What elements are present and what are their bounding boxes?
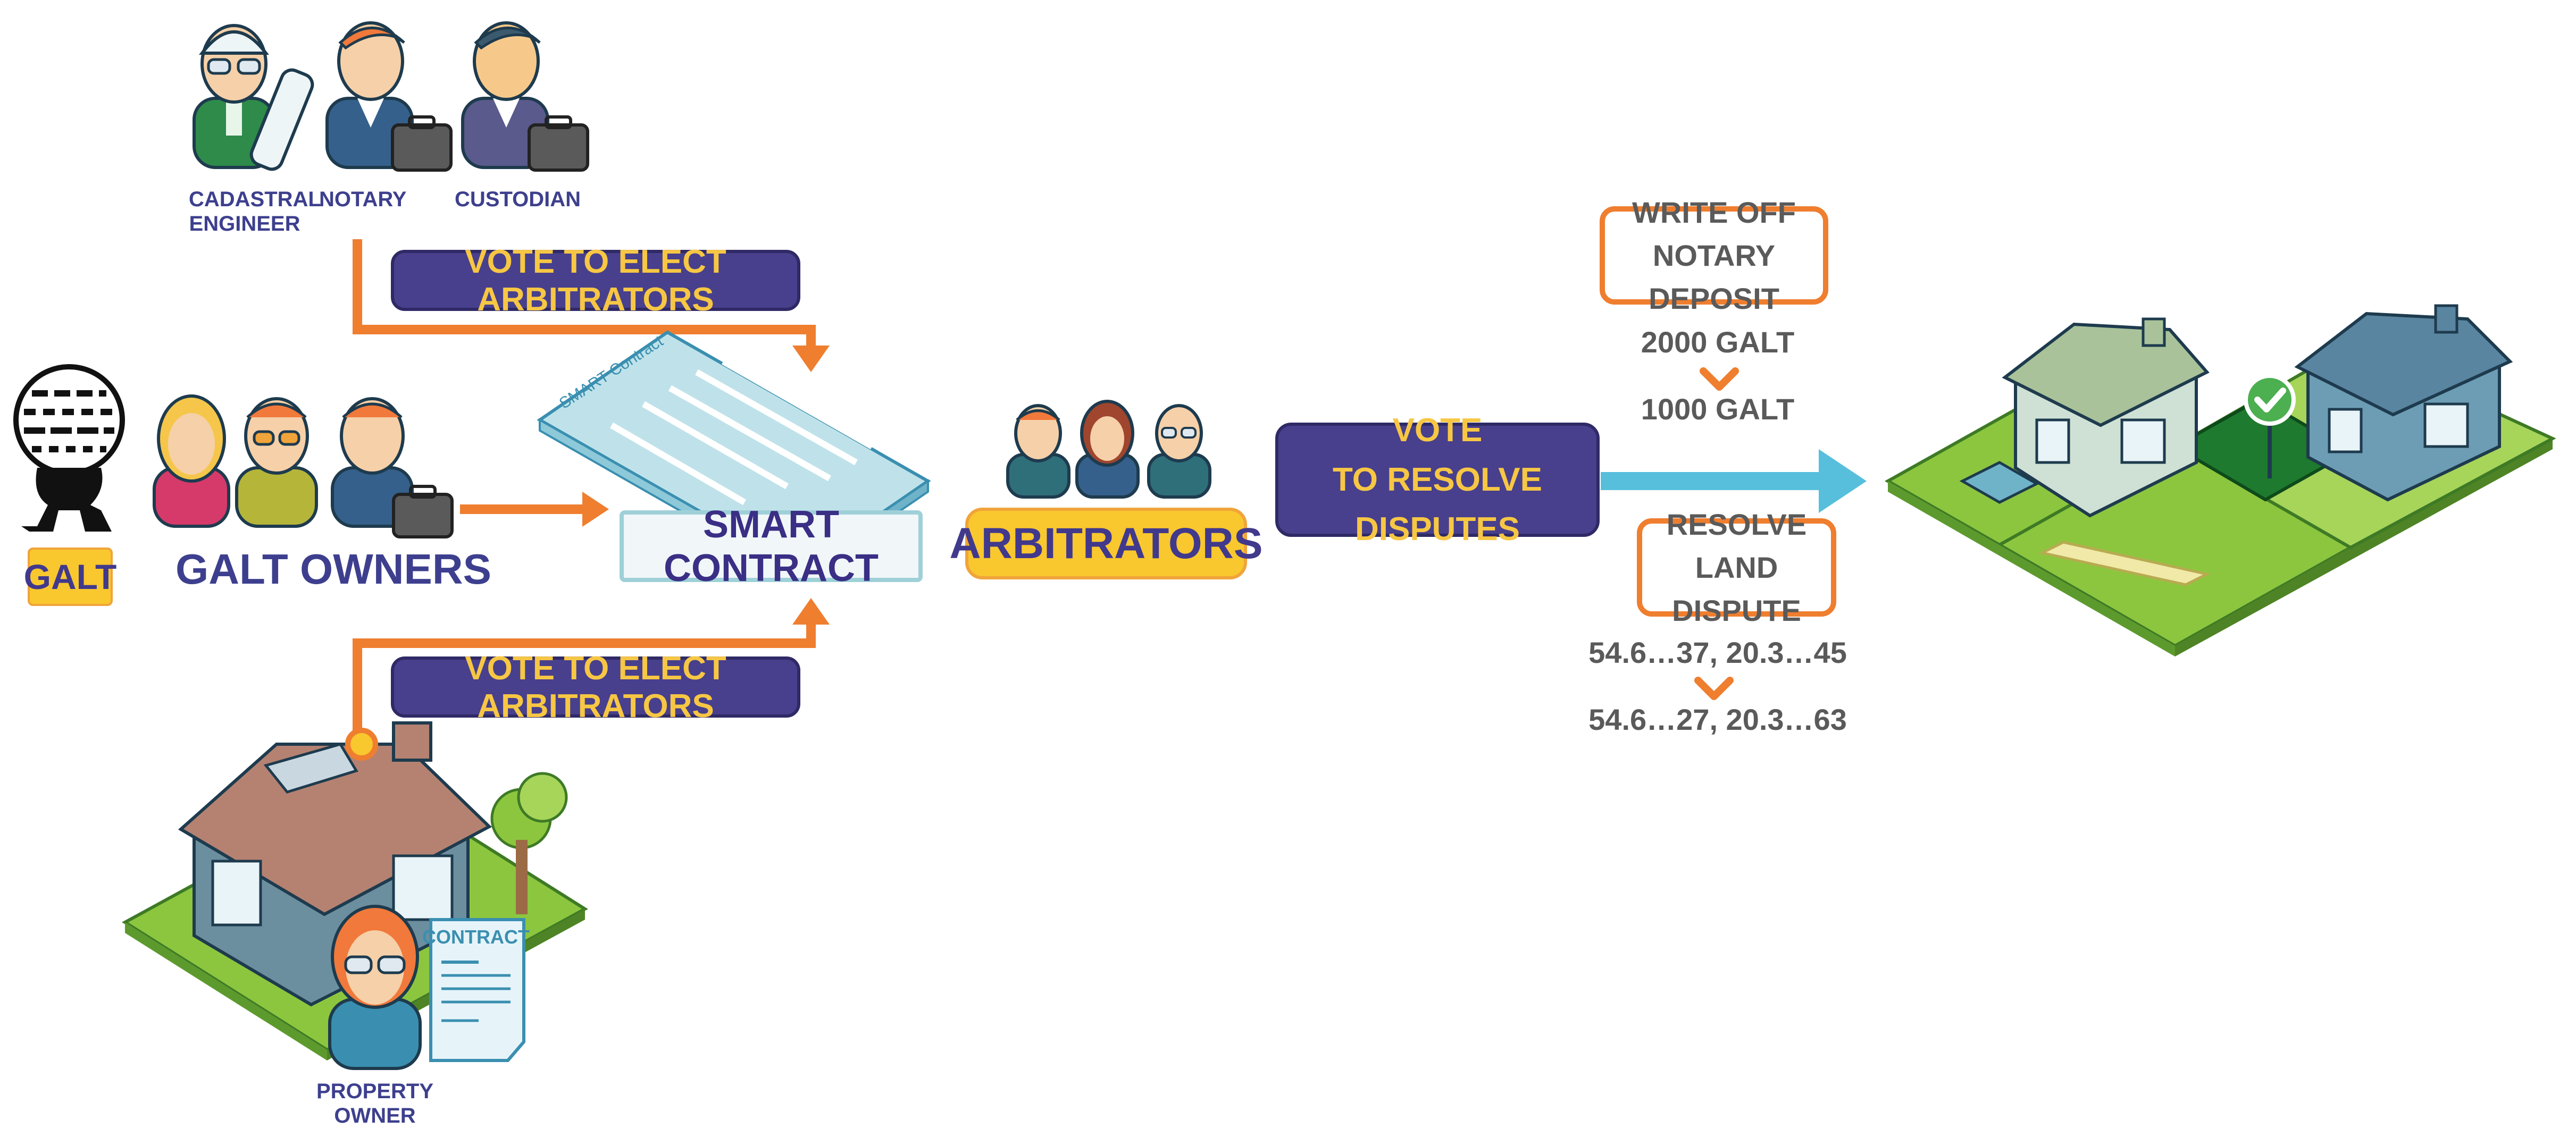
galt-atlas-icon [13, 364, 125, 532]
connector-middle [460, 492, 609, 527]
galt-owners-icon [153, 394, 454, 538]
write-off-deposit-box: WRITE OFF NOTARY DEPOSIT [1600, 196, 1828, 315]
contract-label: CONTRACT [422, 926, 530, 948]
vote-resolve-line1: VOTE [1392, 412, 1483, 449]
custodian-icon [461, 21, 589, 172]
vote-to-elect-arbitrators-top: VOTE TO ELECT ARBITRATORS [391, 243, 800, 318]
cadastral-engineer-label: CADASTRAL ENGINEER [189, 187, 321, 236]
land-plots-icon [1884, 304, 2556, 656]
deposit-before: 2000 GALT [1641, 325, 1795, 359]
cadastral-engineer-icon [193, 24, 314, 171]
galt-tag: GALT [24, 548, 116, 606]
cadastral-label-line2: ENGINEER [189, 212, 300, 235]
notary-icon [325, 21, 453, 172]
resolve-land-dispute-box: RESOLVE LAND DISPUTE [1637, 508, 1836, 627]
vote-resolve-line2: TO RESOLVE DISPUTES [1333, 461, 1542, 548]
coords-after: 54.6…27, 20.3…63 [1588, 703, 1847, 736]
galt-owners-label: GALT OWNERS [175, 545, 492, 593]
arbitrators-box: ARBITRATORS [949, 508, 1263, 579]
resolve-arrow [1601, 449, 1867, 513]
resolve-line2: LAND DISPUTE [1672, 550, 1801, 628]
arbitrators-icon [1006, 400, 1211, 499]
property-owner-icon [328, 905, 422, 1070]
connector-top [353, 239, 830, 372]
notary-label: NOTARY [319, 188, 407, 211]
coords-before: 54.6…37, 20.3…45 [1588, 636, 1847, 669]
checkmark-pin-icon [2244, 374, 2296, 478]
property-owner-label-line2: OWNER [334, 1104, 416, 1127]
vote-to-elect-arbitrators-bottom: VOTE TO ELECT ARBITRATORS [391, 650, 800, 725]
contract-document-icon: CONTRACT [422, 918, 530, 1062]
chevron-down-icon [1700, 367, 1739, 391]
vote-resolve-disputes-box: VOTE TO RESOLVE DISPUTES [1275, 412, 1600, 548]
write-off-line2: NOTARY DEPOSIT [1649, 238, 1779, 316]
connector-bottom [353, 598, 830, 744]
smart-contract-box: SMART CONTRACT [620, 503, 923, 590]
cadastral-label-line1: CADASTRAL [189, 188, 321, 211]
custodian-label: CUSTODIAN [455, 188, 581, 211]
deposit-after: 1000 GALT [1641, 392, 1795, 426]
chevron-down-icon [1694, 677, 1734, 700]
property-owner-label-line1: PROPERTY [316, 1080, 434, 1103]
property-owner-label: PROPERTY OWNER [316, 1079, 433, 1128]
write-off-line1: WRITE OFF [1632, 195, 1796, 229]
resolve-line1: RESOLVE [1666, 507, 1807, 541]
